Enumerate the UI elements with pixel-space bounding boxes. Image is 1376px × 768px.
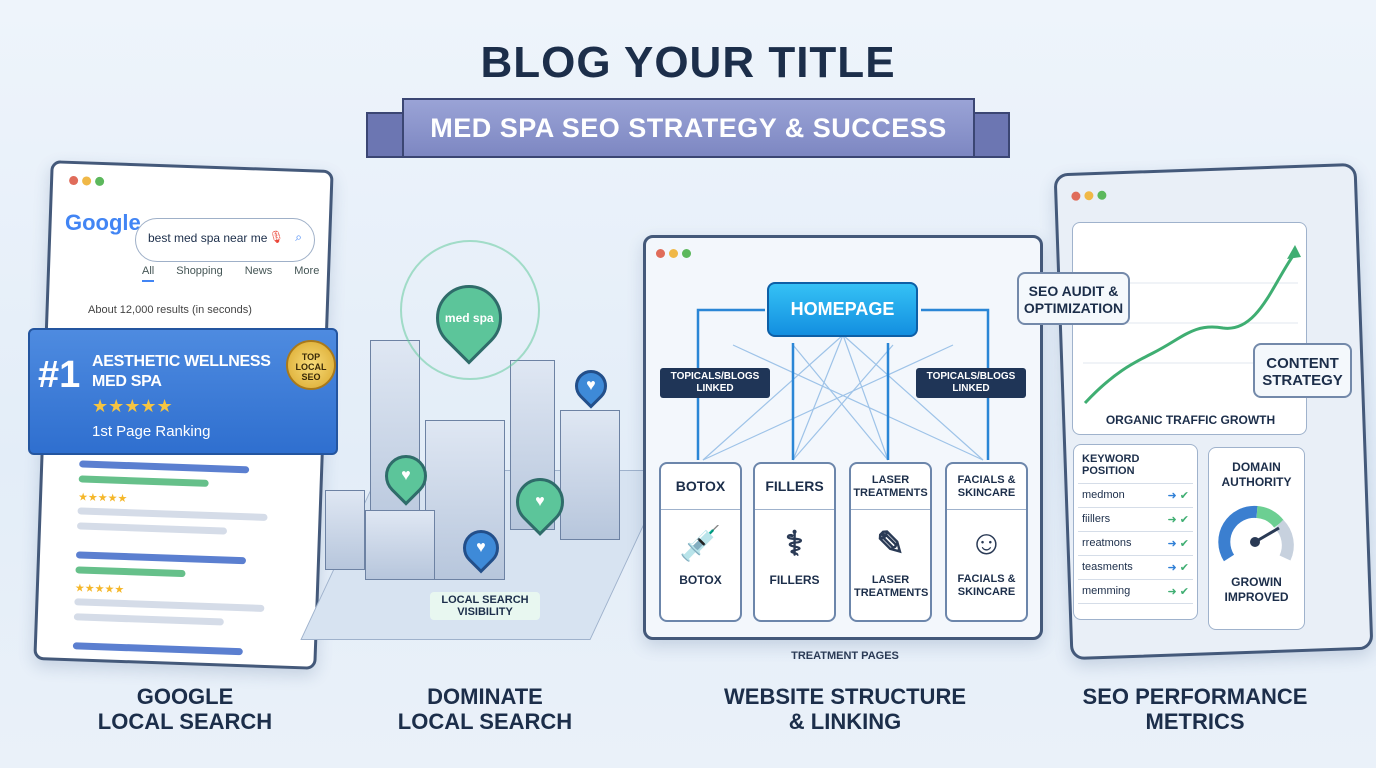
face-icon: ☺ (969, 524, 1004, 562)
traffic-growth-line (1083, 245, 1301, 405)
arrow-right-icon: ➜ (1167, 514, 1177, 526)
keyword-row: fiillers ➜ ✔ (1078, 508, 1193, 532)
arrow-right-icon: ➜ (1167, 562, 1177, 574)
keyword-row: rreatmons ➜ ✔ (1078, 532, 1193, 556)
treatment-page-label: FILLERS (769, 573, 820, 587)
treatment-page-card[interactable]: FILLERS ⚕ FILLERS (753, 462, 836, 622)
business-name: AESTHETIC WELLNESS (92, 353, 271, 370)
check-icon: ✔ (1179, 562, 1189, 574)
tab-more[interactable]: More (294, 265, 320, 277)
building (325, 490, 365, 570)
tab-all[interactable]: All (142, 265, 155, 282)
window-controls (646, 238, 1040, 270)
check-icon: ✔ (1179, 586, 1189, 598)
keyword-name: memming (1082, 585, 1131, 597)
results-count: About 12,000 results (in seconds) (88, 304, 252, 316)
google-logo: Google (65, 210, 141, 235)
treatment-pages-label: TREATMENT PAGES (791, 650, 899, 662)
seo-audit-bubble: SEO AUDIT &OPTIMIZATION (1017, 272, 1130, 325)
keyword-name: medmon (1082, 489, 1125, 501)
organic-traffic-label: ORGANIC TRAFFIC GROWTH (1105, 413, 1276, 427)
treatment-page-title: LASER TREATMENTS (851, 464, 930, 510)
business-name-line2: MED SPA (92, 373, 162, 390)
homepage-node[interactable]: HOMEPAGE (767, 282, 918, 337)
search-query: best med spa near me (148, 231, 268, 245)
check-icon: ✔ (1179, 538, 1189, 550)
treatment-page-title: BOTOX (661, 464, 740, 510)
rating-stars: ★★★★★ (92, 396, 173, 416)
traffic-chart-card: ORGANIC TRAFFIC GROWTH (1072, 222, 1307, 435)
check-icon: ✔ (1179, 490, 1189, 502)
ranking-label: 1st Page Ranking (92, 423, 211, 440)
search-input[interactable]: best med spa near me ⌕ 🎙 (135, 218, 315, 262)
treatment-page-title: FACIALS & SKINCARE (947, 464, 1026, 510)
keyword-row: teasments ➜ ✔ (1078, 556, 1193, 580)
authority-gauge-icon (1217, 505, 1294, 562)
filler-syringe-icon: ⚕ (785, 525, 804, 563)
caption-website-structure: WEBSITE STRUCTURE& LINKING (724, 684, 966, 734)
subtitle-ribbon: MED SPA SEO STRATEGY & SUCCESS (402, 98, 975, 158)
treatment-page-label: FACIALS & SKINCARE (957, 573, 1016, 598)
link-lines (696, 308, 990, 461)
building (365, 510, 435, 580)
tab-shopping[interactable]: Shopping (176, 265, 223, 277)
window-controls (1057, 166, 1355, 218)
laser-device-icon: ✎ (876, 525, 905, 563)
rank-number: #1 (38, 354, 81, 396)
mic-icon[interactable]: 🎙 (268, 230, 284, 244)
page-title: BLOG YOUR TITLE (480, 38, 896, 87)
search-icon[interactable]: ⌕ (295, 230, 302, 244)
treatment-page-card[interactable]: FACIALS & SKINCARE ☺ FACIALS & SKINCARE (945, 462, 1028, 622)
keyword-row: medmon ➜ ✔ (1078, 484, 1193, 508)
arrow-right-icon: ➜ (1167, 586, 1177, 598)
syringe-icon: 💉 (679, 525, 722, 563)
treatment-page-card[interactable]: LASER TREATMENTS ✎ LASER TREATMENTS (849, 462, 932, 622)
keyword-name: rreatmons (1082, 537, 1132, 549)
keyword-position-title: KEYWORD POSITION (1078, 453, 1193, 484)
keyword-name: fiillers (1082, 513, 1111, 525)
treatment-page-title: FILLERS (755, 464, 834, 510)
location-pin-blue-small: ♥ (568, 363, 614, 409)
keyword-name: teasments (1082, 561, 1133, 573)
top-result-card[interactable]: #1 AESTHETIC WELLNESS MED SPA ★★★★★ 1st P… (28, 328, 338, 455)
signal-rings (400, 240, 540, 380)
check-icon: ✔ (1179, 514, 1189, 526)
treatment-page-card[interactable]: BOTOX 💉 BOTOX (659, 462, 742, 622)
tab-news[interactable]: News (244, 265, 273, 277)
search-tabs: All Shopping News More (142, 265, 319, 282)
keyword-position-card: KEYWORD POSITION medmon ➜ ✔ fiillers ➜ ✔ r… (1073, 444, 1198, 620)
treatment-page-label: LASER TREATMENTS (854, 574, 929, 599)
building (560, 410, 620, 540)
arrow-right-icon: ➜ (1167, 490, 1177, 502)
arrow-right-icon: ➜ (1167, 538, 1177, 550)
treatment-page-label: BOTOX (679, 573, 722, 587)
window-controls (53, 163, 331, 207)
keyword-row: memming ➜ ✔ (1078, 580, 1193, 604)
